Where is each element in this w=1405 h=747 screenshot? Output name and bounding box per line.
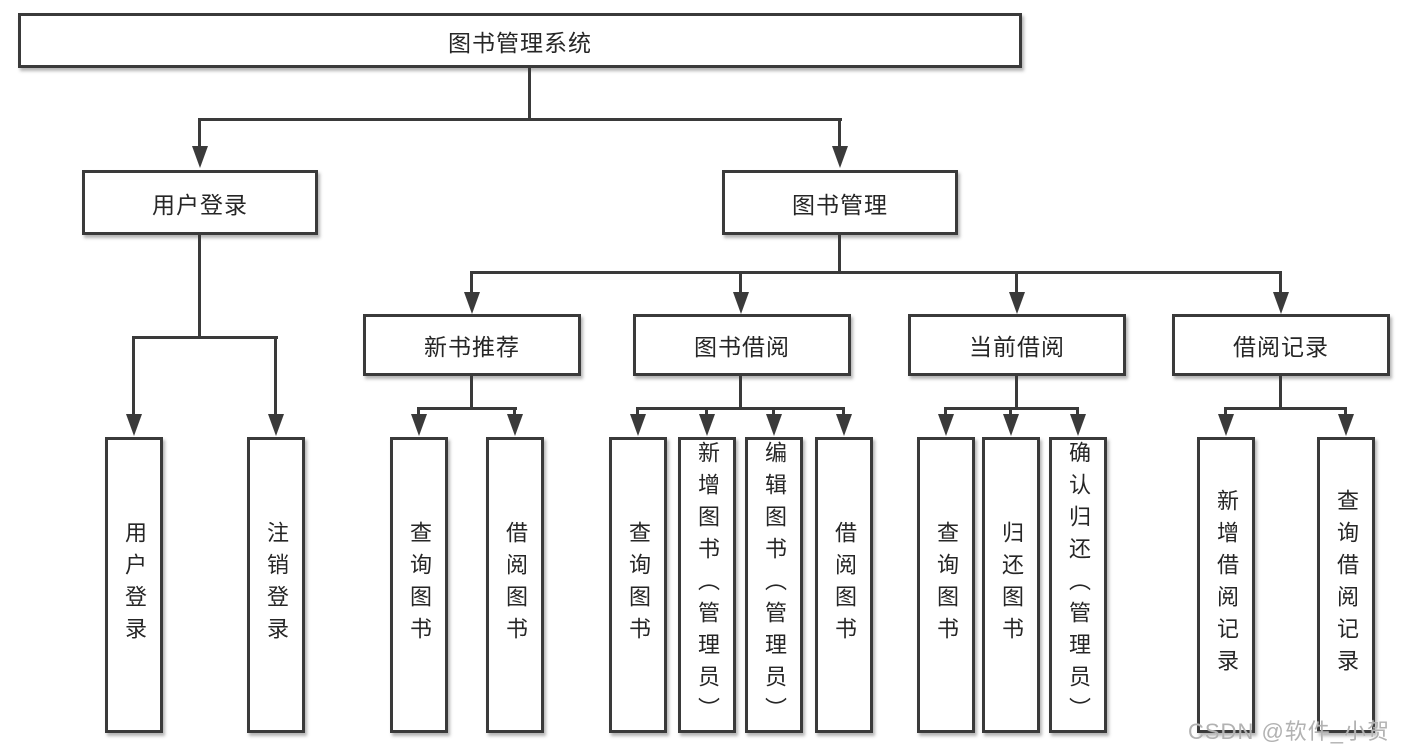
arrowhead-borrow-record xyxy=(1273,292,1289,314)
leaf-label: 查询借阅记录 xyxy=(1334,489,1359,681)
connector-book-borrow-stem xyxy=(739,374,742,410)
connector-shaft-book-borrow xyxy=(739,271,742,294)
connector-shaft xyxy=(417,407,420,416)
connector-shaft xyxy=(772,407,775,416)
leaf-add-books-admin: 新增图书（管理员） xyxy=(678,437,736,733)
arrowhead xyxy=(699,414,715,436)
connector-new-book-rail xyxy=(417,407,517,410)
connector-shaft xyxy=(1009,407,1012,416)
arrowhead xyxy=(1003,414,1019,436)
connector-shaft-leaf-logout xyxy=(274,336,277,416)
connector-shaft-book-management xyxy=(838,118,841,148)
connector-level3-rail xyxy=(470,271,1282,274)
leaf-borrow-books-recommend: 借阅图书 xyxy=(486,437,544,733)
leaf-confirm-return-admin: 确认归还（管理员） xyxy=(1049,437,1107,733)
node-label: 用户登录 xyxy=(152,191,248,218)
connector-shaft xyxy=(944,407,947,416)
node-library-management-system: 图书管理系统 xyxy=(18,13,1022,68)
leaf-borrow-books-borrow: 借阅图书 xyxy=(815,437,873,733)
csdn-watermark: CSDN @软件_小贺同学 xyxy=(1188,719,1391,744)
leaf-label: 确认归还（管理员） xyxy=(1066,441,1091,729)
node-book-management: 图书管理 xyxy=(722,170,958,235)
leaf-add-borrow-record: 新增借阅记录 xyxy=(1197,437,1255,733)
leaf-label: 注销登录 xyxy=(264,521,289,649)
connector-user-login-stem xyxy=(198,233,201,339)
leaf-logout-login: 注销登录 xyxy=(247,437,305,733)
leaf-label: 用户登录 xyxy=(122,521,147,649)
node-label: 图书借阅 xyxy=(694,334,790,360)
leaf-label: 编辑图书（管理员） xyxy=(762,441,787,729)
connector-current-borrow-stem xyxy=(1015,374,1018,410)
node-borrow-record: 借阅记录 xyxy=(1172,314,1390,376)
connector-shaft xyxy=(1224,407,1227,416)
node-user-login: 用户登录 xyxy=(82,170,318,235)
connector-book-management-stem xyxy=(838,233,841,274)
leaf-label: 新增借阅记录 xyxy=(1214,489,1239,681)
leaf-label: 借阅图书 xyxy=(832,521,857,649)
node-label: 图书管理系统 xyxy=(448,29,592,56)
leaf-query-books-current: 查询图书 xyxy=(917,437,975,733)
connector-shaft xyxy=(513,407,516,416)
arrowhead xyxy=(1338,414,1354,436)
leaf-label: 新增图书（管理员） xyxy=(695,441,720,729)
node-book-borrow: 图书借阅 xyxy=(633,314,851,376)
connector-new-book-stem xyxy=(470,374,473,410)
arrowhead xyxy=(507,414,523,436)
leaf-return-books: 归还图书 xyxy=(982,437,1040,733)
connector-user-login-rail xyxy=(132,336,278,339)
node-label: 借阅记录 xyxy=(1233,334,1329,360)
arrowhead-new-book xyxy=(464,292,480,314)
arrowhead xyxy=(836,414,852,436)
connector-shaft xyxy=(705,407,708,416)
leaf-label: 归还图书 xyxy=(999,521,1024,649)
leaf-label: 借阅图书 xyxy=(503,521,528,649)
arrowhead xyxy=(1218,414,1234,436)
arrowhead xyxy=(1070,414,1086,436)
arrowhead xyxy=(411,414,427,436)
node-label: 当前借阅 xyxy=(969,334,1065,360)
connector-shaft-new-book xyxy=(470,271,473,294)
arrowhead xyxy=(938,414,954,436)
connector-shaft xyxy=(1076,407,1079,416)
arrowhead-current-borrow xyxy=(1009,292,1025,314)
leaf-query-books-borrow: 查询图书 xyxy=(609,437,667,733)
connector-borrow-record-rail xyxy=(1224,407,1347,410)
connector-borrow-record-stem xyxy=(1279,374,1282,410)
leaf-label: 查询图书 xyxy=(626,521,651,649)
connector-shaft-current-borrow xyxy=(1015,271,1018,294)
node-new-book-recommend: 新书推荐 xyxy=(363,314,581,376)
node-current-borrow: 当前借阅 xyxy=(908,314,1126,376)
arrowhead-user-login xyxy=(192,146,208,168)
connector-shaft xyxy=(842,407,845,416)
arrowhead xyxy=(630,414,646,436)
connector-level2-rail xyxy=(198,118,842,121)
node-label: 新书推荐 xyxy=(424,334,520,360)
node-label: 图书管理 xyxy=(792,191,888,218)
leaf-label: 查询图书 xyxy=(407,521,432,649)
connector-shaft-leaf-user-login xyxy=(132,336,135,416)
connector-shaft-user-login xyxy=(198,118,201,148)
connector-shaft-borrow-record xyxy=(1279,271,1282,294)
connector-root-stem xyxy=(528,66,531,121)
connector-shaft xyxy=(636,407,639,416)
arrowhead xyxy=(766,414,782,436)
arrowhead-leaf-logout xyxy=(268,414,284,436)
leaf-query-borrow-record: 查询借阅记录 xyxy=(1317,437,1375,733)
arrowhead-book-management xyxy=(832,146,848,168)
leaf-label: 查询图书 xyxy=(934,521,959,649)
leaf-query-books-recommend: 查询图书 xyxy=(390,437,448,733)
leaf-user-login: 用户登录 xyxy=(105,437,163,733)
connector-book-borrow-rail xyxy=(636,407,845,410)
connector-shaft xyxy=(1344,407,1347,416)
leaf-edit-books-admin: 编辑图书（管理员） xyxy=(745,437,803,733)
arrowhead-leaf-user-login xyxy=(126,414,142,436)
arrowhead-book-borrow xyxy=(733,292,749,314)
